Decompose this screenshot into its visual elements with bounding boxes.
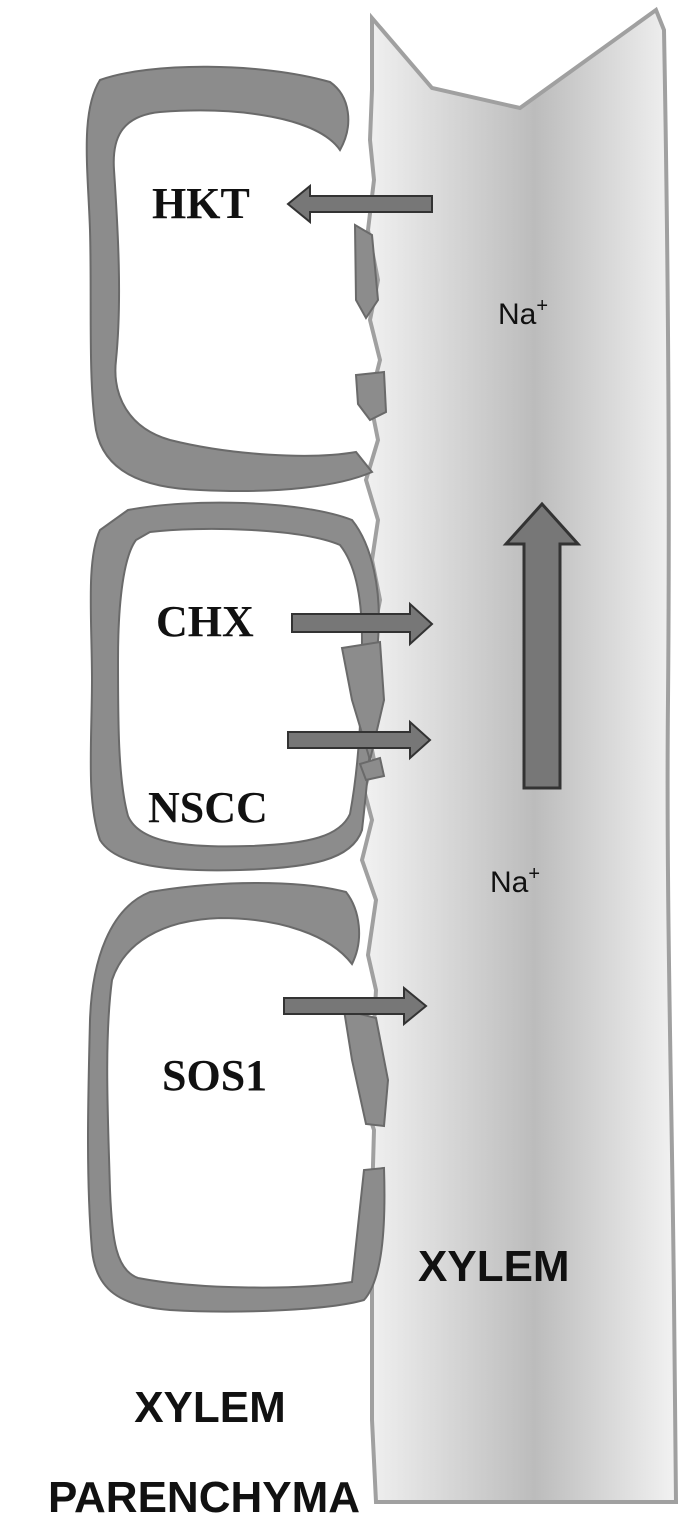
na-lower-charge: + [528, 863, 540, 885]
hkt-arrow-left-icon [286, 183, 433, 225]
na-ion-label-upper: Na+ [498, 295, 548, 331]
xylem-parenchyma-label-line2: PARENCHYMA [48, 1473, 360, 1522]
arrow-up-icon [502, 501, 582, 790]
nscc-arrow-right-icon [287, 719, 432, 761]
xylem-label: XYLEM [418, 1242, 570, 1291]
chx-arrow-right-icon [291, 601, 434, 647]
sos1-label: SOS1 [162, 1051, 267, 1100]
chx-label: CHX [156, 597, 254, 646]
na-lower-symbol: Na [490, 866, 529, 899]
xylem-parenchyma-label-line1: XYLEM [134, 1383, 286, 1432]
sos1-arrow-right-icon [283, 985, 428, 1027]
parenchyma-cell-upper [85, 65, 388, 492]
parenchyma-cell-lower [87, 882, 390, 1313]
na-upper-charge: + [536, 295, 548, 317]
na-upper-symbol: Na [498, 298, 537, 331]
na-ion-label-lower: Na+ [490, 863, 540, 899]
nscc-label: NSCC [148, 783, 268, 832]
parenchyma-cell-middle [89, 501, 386, 872]
hkt-label: HKT [152, 179, 250, 228]
